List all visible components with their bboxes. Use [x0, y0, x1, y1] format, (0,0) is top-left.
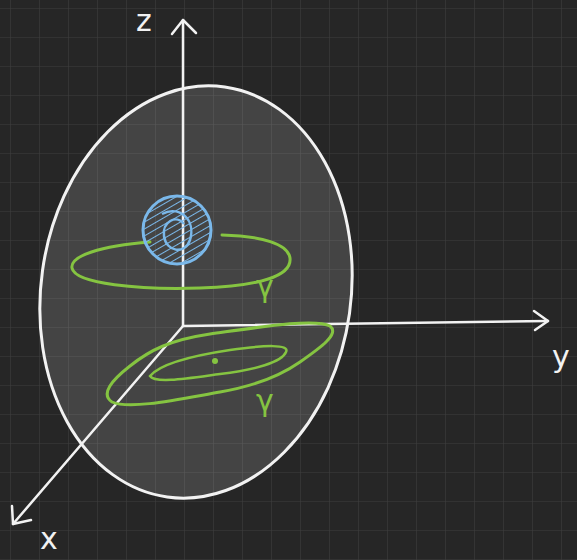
blue-ball: [143, 196, 211, 264]
loop-inner: [150, 346, 286, 380]
loop-lower: [107, 323, 332, 405]
axis-label: y: [552, 342, 570, 372]
axis-label: x: [40, 524, 58, 554]
axis-label: z: [136, 6, 152, 36]
plane-disc: [14, 65, 379, 518]
curve-label: γ: [256, 386, 274, 416]
ball-scribble: [162, 211, 191, 249]
curve-label: γ: [256, 272, 274, 302]
axes: [12, 20, 548, 524]
center-dot: [212, 358, 218, 364]
